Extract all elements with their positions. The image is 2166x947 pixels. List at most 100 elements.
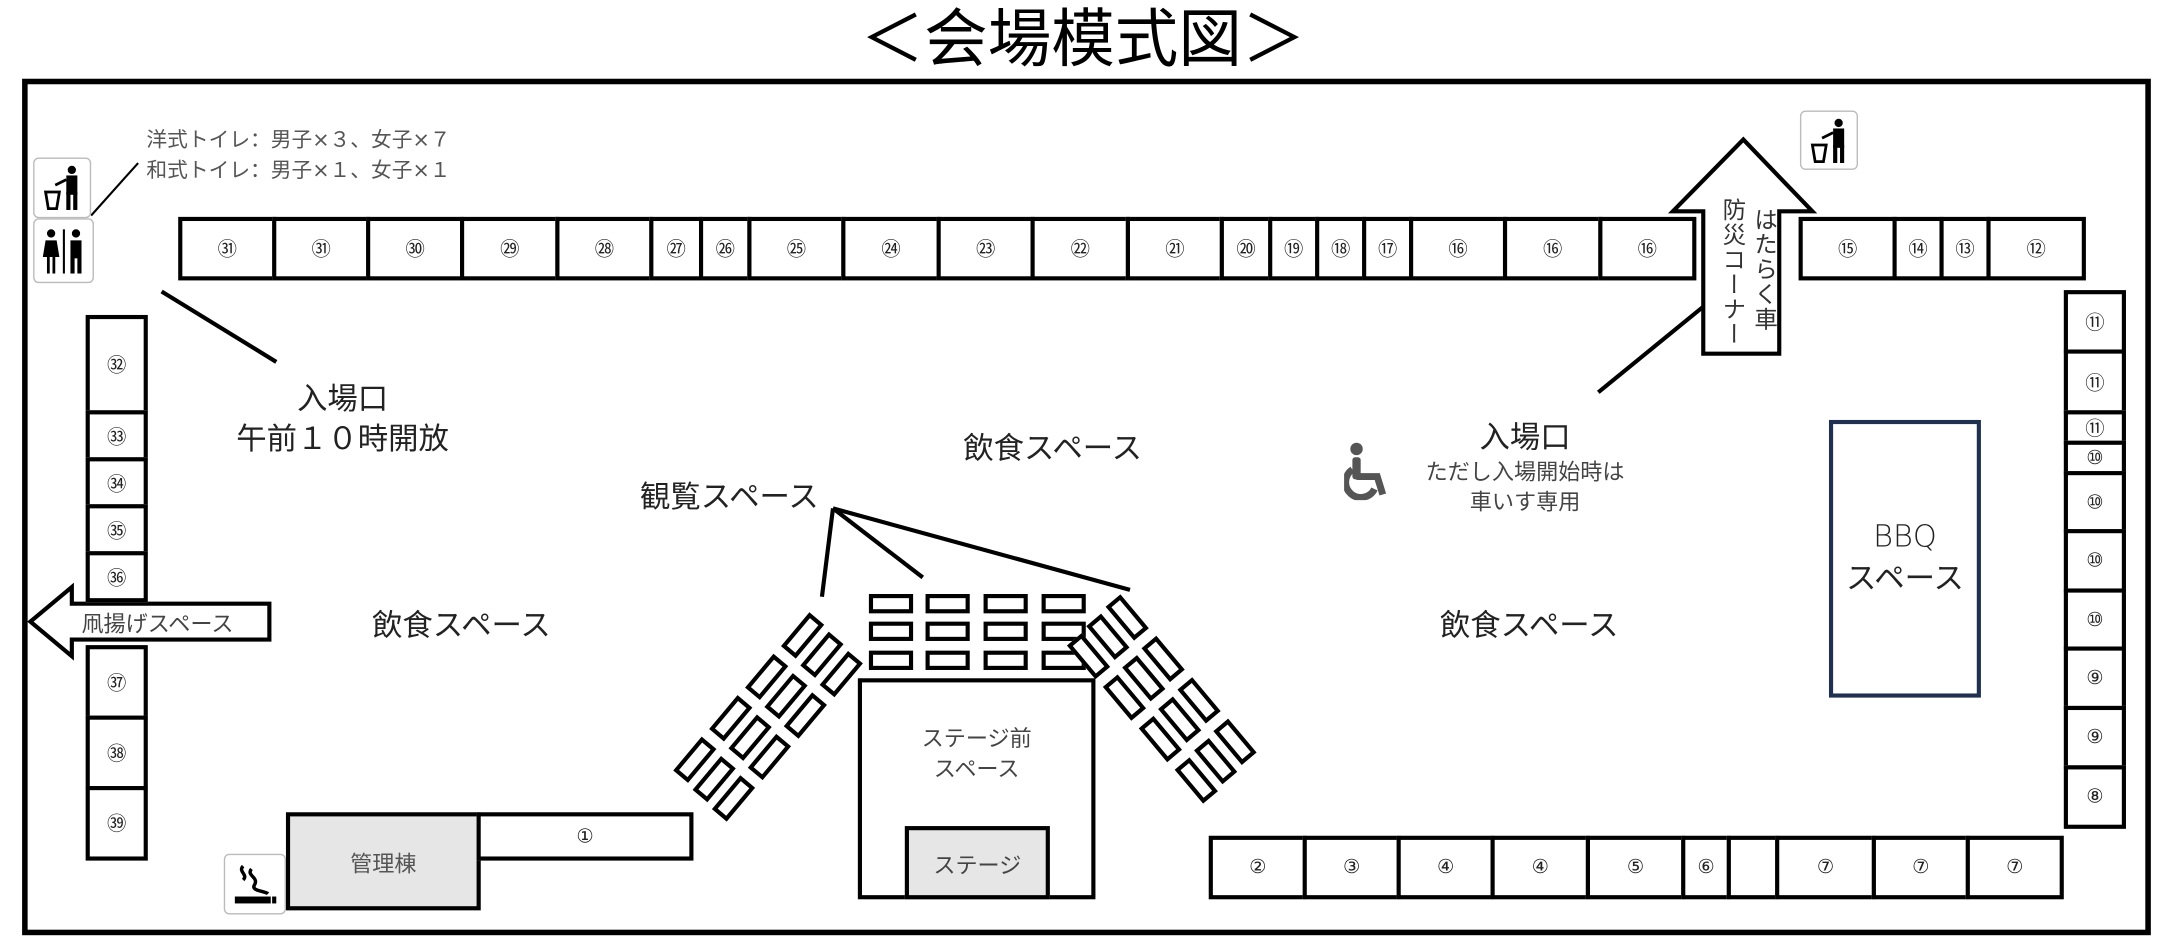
booth: ⑦ [1871, 835, 1970, 900]
booth: ㉟ [85, 504, 148, 556]
disaster-corner-label: 防災コーナー [1717, 197, 1745, 347]
booth-number: ⑳ [1236, 238, 1256, 262]
viewing-leader-line [831, 506, 925, 580]
booth-number: ⑲ [1284, 238, 1304, 262]
booth: ⑨ [2063, 705, 2126, 770]
seat [925, 621, 970, 641]
booth: ⑫ [1986, 216, 2086, 281]
booth-number: ⑱ [1330, 238, 1351, 262]
booth: ㉙ [460, 216, 560, 281]
booth: ㉗ [649, 216, 704, 281]
booth: ㉓ [936, 216, 1035, 281]
venue-boundary [22, 78, 2151, 936]
booth-number: ⑭ [1908, 238, 1928, 262]
booth-number: ② [1249, 856, 1267, 879]
booth-number: ⑦ [2006, 856, 2024, 879]
booth [1726, 835, 1780, 900]
stage-front-label: ステージ前 [921, 725, 1032, 752]
entrance-left-leader-line [160, 289, 278, 364]
seat [983, 621, 1028, 641]
booth-number: ⑯ [1448, 238, 1468, 262]
booth-number: ⑪ [2085, 312, 2105, 335]
booth: ㉜ [85, 314, 148, 415]
kite-space-label: 凧揚げスペース [81, 610, 234, 637]
booth: ⑦ [1965, 835, 2064, 900]
booth-number: ㊲ [107, 672, 127, 695]
viewing-space-label: 観覧スペース [640, 480, 819, 516]
booth: ㉖ [698, 216, 752, 281]
booth: ① [476, 812, 694, 861]
entrance-right-note: ただし入場開始時は [1425, 458, 1625, 485]
stage-label: ステージ [933, 851, 1022, 878]
booth-number: ㉖ [715, 238, 735, 262]
trash-icon [1799, 110, 1858, 170]
booth: ⑯ [1502, 216, 1603, 281]
booth: ⑦ [1775, 835, 1876, 900]
booth-number: ⑰ [1377, 238, 1398, 262]
booth-number: ⑩ [2086, 608, 2104, 631]
booth-number: ⑥ [1697, 856, 1715, 879]
bbq-label: スペース [1845, 562, 1964, 597]
booth-number: ㉘ [594, 238, 615, 262]
work-vehicles-label: はたらく車 [1748, 207, 1777, 332]
booth-number: ㉙ [500, 238, 520, 262]
trash-icon [33, 157, 92, 219]
booth-number: ⑯ [1637, 238, 1657, 262]
booth-number: ⑪ [2085, 372, 2105, 395]
booth-number: ⑤ [1626, 856, 1645, 879]
booth: ⑩ [2063, 440, 2126, 476]
bbq-label: BBQ [1873, 520, 1937, 555]
booth: ㉒ [1030, 216, 1130, 281]
booth-number: ⑫ [2026, 238, 2046, 262]
booth-number: ㉟ [107, 520, 127, 543]
booth-number: ⑬ [1955, 238, 1975, 262]
booth-number: ㉛ [217, 238, 237, 262]
seat [868, 650, 914, 670]
smoking-icon [223, 853, 286, 915]
booth: ⑱ [1315, 216, 1367, 281]
entrance-right-note: 車いす専用 [1469, 489, 1581, 516]
booth: ⑮ [1798, 216, 1897, 281]
booth-number: ㉝ [107, 426, 127, 449]
booth: ⑬ [1939, 216, 1991, 281]
seat [868, 594, 914, 614]
booth-number: ④ [1436, 856, 1455, 879]
booth: ⑪ [2063, 290, 2126, 354]
seat [925, 650, 970, 670]
food-space-right: 飲食スペース [1439, 609, 1619, 644]
booth: ⑪ [2063, 410, 2126, 445]
seat [983, 594, 1028, 614]
booth: ㉚ [366, 216, 465, 281]
booth-number: ⑩ [2086, 549, 2104, 572]
booth-number: ⑦ [1816, 856, 1835, 879]
seat [1041, 594, 1086, 614]
entrance-right-label: 入場口 [1479, 421, 1571, 456]
restroom-icon [33, 218, 94, 284]
booth: ⑳ [1219, 216, 1273, 281]
arrow-left-icon [27, 582, 272, 661]
wheelchair-icon [1342, 442, 1399, 501]
booth-number: ④ [1531, 856, 1549, 879]
arrow-up-icon [1667, 136, 1818, 356]
booth: ⑩ [2063, 529, 2126, 593]
booth: ⑥ [1681, 835, 1731, 900]
seat [868, 621, 914, 641]
booth-number: ㊴ [107, 813, 127, 836]
management-building: 管理棟 [285, 812, 481, 911]
booth: ④ [1396, 835, 1495, 900]
booth-number: ㊱ [107, 567, 127, 590]
booth: ⑲ [1268, 216, 1320, 281]
booth-number: ⑯ [1543, 238, 1563, 262]
seat [983, 650, 1028, 670]
bbq-space [1828, 419, 1981, 698]
booth: ④ [1490, 835, 1590, 900]
booth: ⑨ [2063, 646, 2126, 711]
booth: ② [1208, 835, 1307, 900]
entrance-left-label: 入場口 [296, 382, 389, 418]
booth-number: ⑨ [2086, 667, 2104, 690]
booth: ⑤ [1585, 835, 1686, 900]
booth: ㉛ [272, 216, 371, 281]
booth-number: ⑨ [2086, 726, 2104, 749]
booth: ㊱ [85, 551, 148, 603]
